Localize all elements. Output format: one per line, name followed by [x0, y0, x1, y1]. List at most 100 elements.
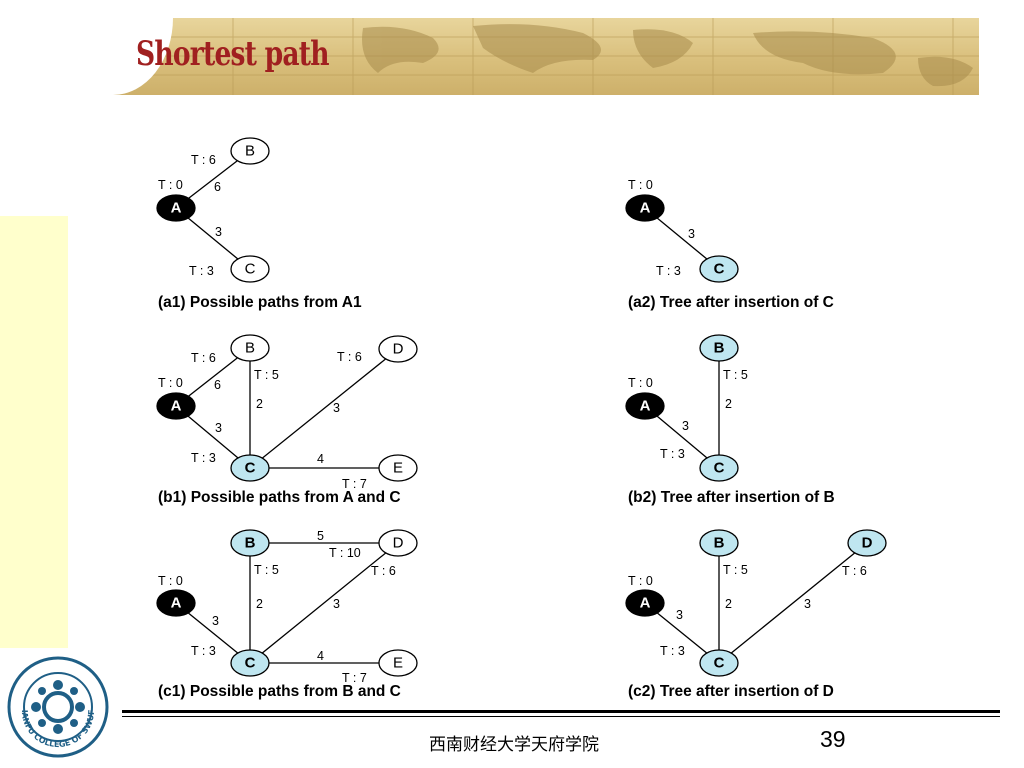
edge-c-d [718, 542, 868, 664]
node-b [230, 334, 270, 362]
cost-label: T : 3 [660, 644, 685, 658]
panel-c2: 3 2 3 A B C D T : 0 T : 5 T : 6 T : 3 (c… [625, 529, 887, 700]
panel-b1: 6 3 2 3 4 A B C D E T : 0 T : 6 T : 5 T … [156, 334, 418, 506]
college-logo: TIANFU COLLEGE OF SWUFE [6, 655, 109, 758]
edge-weight: 2 [256, 597, 263, 611]
cost-label: T : 5 [723, 563, 748, 577]
node-label: C [714, 261, 725, 278]
page-number: 39 [820, 726, 846, 752]
edge-weight: 4 [317, 649, 324, 663]
cost-label: T : 6 [842, 564, 867, 578]
node-label: C [245, 655, 256, 672]
edge-weight: 6 [214, 180, 221, 194]
node-label: B [714, 340, 725, 357]
cost-label: T : 6 [191, 351, 216, 365]
cost-label: T : 0 [628, 376, 653, 390]
node-label: A [171, 398, 182, 415]
node-label: B [245, 143, 255, 160]
node-e [378, 454, 418, 482]
node-label: B [245, 340, 255, 357]
cost-label: T : 5 [723, 368, 748, 382]
node-label: D [862, 535, 873, 552]
node-a [156, 194, 196, 222]
node-a [625, 392, 665, 420]
title-banner [113, 18, 979, 95]
edge-weight: 3 [215, 225, 222, 239]
edge-weight: 3 [682, 419, 689, 433]
edge-weight: 6 [214, 378, 221, 392]
cost-label: T : 3 [656, 264, 681, 278]
node-label: C [714, 460, 725, 477]
edge-weight: 2 [256, 397, 263, 411]
cost-label: T : 0 [628, 178, 653, 192]
panel-caption: (a1) Possible paths from A1 [158, 294, 362, 311]
node-label: C [245, 460, 256, 477]
node-a [156, 589, 196, 617]
cost-label: T : 3 [189, 264, 214, 278]
node-e [378, 649, 418, 677]
cost-label: T : 5 [254, 368, 279, 382]
node-label: A [640, 595, 651, 612]
cost-label: T : 3 [191, 644, 216, 658]
cost-label: T : 10 [329, 546, 361, 560]
node-label: E [393, 655, 403, 672]
footer-institution: 西南财经大学天府学院 [429, 735, 599, 755]
panel-c1: 3 2 5 3 4 A B C D E T : 0 T : 5 T : 10 T… [156, 529, 418, 700]
node-c [699, 649, 739, 677]
node-a [625, 194, 665, 222]
node-c [699, 454, 739, 482]
edge-weight: 3 [676, 608, 683, 622]
panel-caption: (c1) Possible paths from B and C [158, 683, 401, 700]
edge-weight: 2 [725, 597, 732, 611]
cost-label: T : 0 [158, 574, 183, 588]
cost-label: T : 3 [191, 451, 216, 465]
node-label: A [171, 595, 182, 612]
edge-weight: 3 [212, 614, 219, 628]
edge-weight: 4 [317, 452, 324, 466]
node-a [156, 392, 196, 420]
cost-label: T : 7 [342, 477, 367, 491]
node-label: E [393, 460, 403, 477]
node-b [699, 334, 739, 362]
side-panel [0, 216, 68, 648]
node-label: A [640, 398, 651, 415]
node-label: A [640, 200, 651, 217]
world-map-background [113, 18, 979, 95]
node-label: B [714, 535, 725, 552]
node-b [230, 137, 270, 165]
edge-c-d [249, 348, 399, 469]
node-c [699, 255, 739, 283]
panel-a2: 3 A C T : 0 T : 3 (a2) Tree after insert… [625, 178, 834, 311]
cost-label: T : 0 [628, 574, 653, 588]
node-c [230, 454, 270, 482]
slide-title: Shortest path [136, 34, 330, 74]
cost-label: T : 7 [342, 671, 367, 685]
edge-weight: 2 [725, 397, 732, 411]
node-d [378, 529, 418, 557]
panel-caption: (b1) Possible paths from A and C [158, 489, 401, 506]
cost-label: T : 6 [371, 564, 396, 578]
panel-a1: 6 3 A B C T : 0 T : 6 T : 3 (a1) Possibl… [156, 137, 362, 311]
edge-weight: 3 [333, 401, 340, 415]
edge-weight: 3 [688, 227, 695, 241]
footer-text: 西南财经大学天府学院 [0, 730, 1024, 755]
edge-weight: 3 [333, 597, 340, 611]
cost-label: T : 0 [158, 178, 183, 192]
panel-caption: (c2) Tree after insertion of D [628, 683, 834, 700]
cost-label: T : 6 [337, 350, 362, 364]
node-label: B [245, 535, 256, 552]
node-b [699, 529, 739, 557]
node-label: C [714, 655, 725, 672]
panel-caption: (b2) Tree after insertion of B [628, 489, 835, 506]
node-label: C [245, 261, 256, 278]
node-label: D [393, 341, 404, 358]
cost-label: T : 6 [191, 153, 216, 167]
node-d [847, 529, 887, 557]
panel-caption: (a2) Tree after insertion of C [628, 294, 834, 311]
edge-c-d [249, 542, 399, 664]
node-label: A [171, 200, 182, 217]
edge-weight: 5 [317, 529, 324, 543]
footer-rule-thin [122, 716, 1000, 717]
node-d [378, 335, 418, 363]
